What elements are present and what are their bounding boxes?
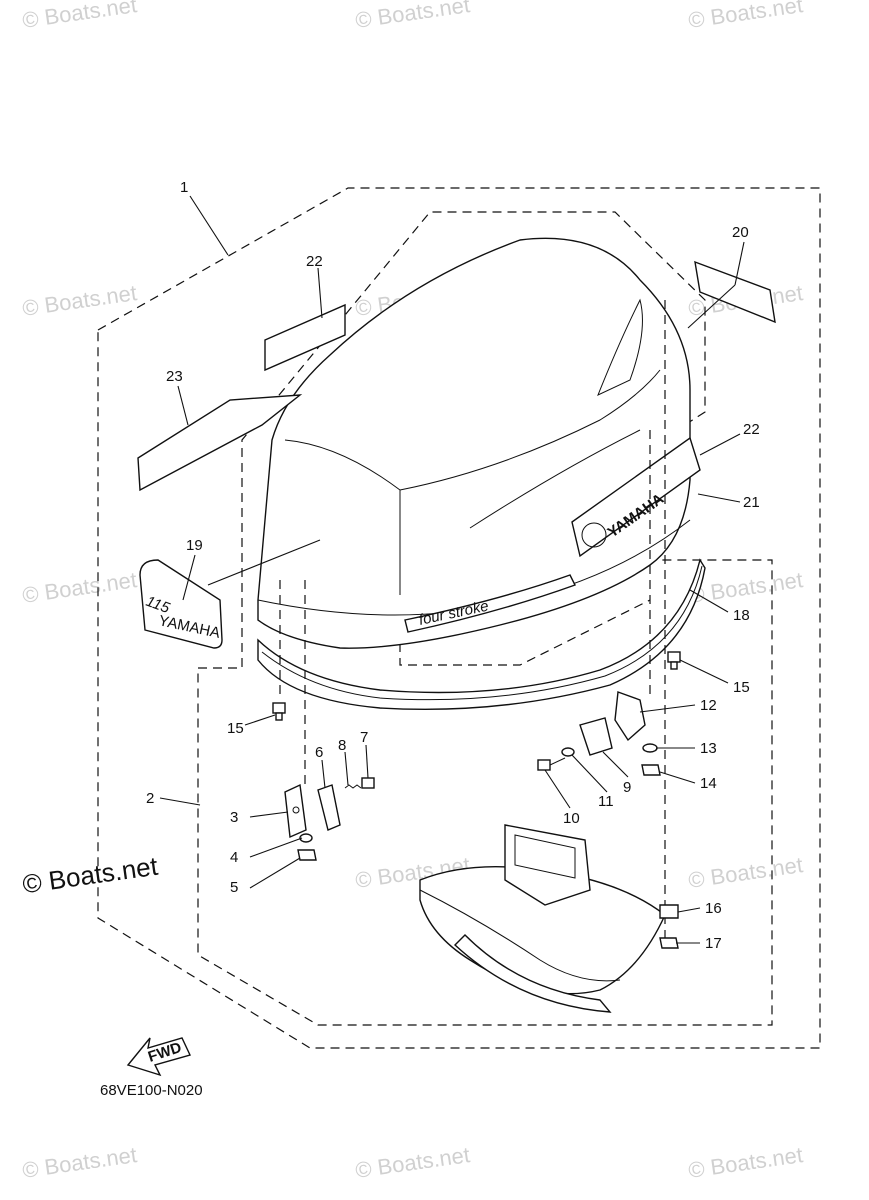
leader-line bbox=[659, 771, 696, 784]
washer-4 bbox=[299, 833, 313, 843]
cowling-crease bbox=[469, 429, 641, 529]
leader-line bbox=[177, 385, 189, 426]
leader-line bbox=[317, 267, 323, 319]
leader-line bbox=[249, 811, 289, 818]
hp-decal-19: 115 YAMAHA bbox=[139, 559, 223, 649]
bolt-10 bbox=[537, 757, 566, 771]
strip-decal-22 bbox=[264, 303, 346, 372]
cowling-seal-18 bbox=[257, 558, 706, 711]
leader-line bbox=[365, 744, 369, 779]
bolt-15-right bbox=[667, 651, 681, 670]
callout-13: 13 bbox=[700, 740, 717, 757]
callout-21: 21 bbox=[743, 494, 760, 511]
bracket-3 bbox=[284, 783, 307, 839]
callout-3: 3 bbox=[230, 809, 238, 826]
callout-23: 23 bbox=[166, 368, 183, 385]
spring-8 bbox=[344, 784, 362, 789]
top-cowling bbox=[257, 237, 691, 649]
bolt-15-left bbox=[272, 702, 286, 721]
callout-8: 8 bbox=[338, 737, 346, 754]
assembly-1-boundary bbox=[97, 187, 821, 1049]
leader-line bbox=[699, 433, 741, 456]
callout-15-right: 15 bbox=[733, 679, 750, 696]
leader-line bbox=[244, 714, 276, 726]
leader-line bbox=[344, 751, 349, 786]
callout-12: 12 bbox=[700, 697, 717, 714]
nut-14 bbox=[641, 764, 661, 776]
callout-2: 2 bbox=[146, 790, 154, 807]
cowling-ridge bbox=[399, 369, 661, 491]
callout-1: 1 bbox=[180, 179, 188, 196]
callout-15-left: 15 bbox=[227, 720, 244, 737]
callout-10: 10 bbox=[563, 810, 580, 827]
leader-line bbox=[677, 907, 701, 913]
callout-7: 7 bbox=[360, 729, 368, 746]
leader-line bbox=[207, 539, 321, 586]
yamaha-decal-21: YAMAHA bbox=[571, 436, 701, 558]
seal-line bbox=[261, 565, 703, 701]
callout-5: 5 bbox=[230, 879, 238, 896]
callout-9: 9 bbox=[623, 779, 631, 796]
leader-line bbox=[697, 493, 741, 503]
diagram-reference-code: 68VE100-N020 bbox=[100, 1082, 203, 1099]
bracket-12 bbox=[614, 691, 646, 742]
callout-6: 6 bbox=[315, 744, 323, 761]
callout-17: 17 bbox=[705, 935, 722, 952]
callout-22-left: 22 bbox=[306, 253, 323, 270]
callout-19: 19 bbox=[186, 537, 203, 554]
decal-20 bbox=[694, 260, 776, 324]
leader-line bbox=[734, 241, 745, 286]
clip-16 bbox=[659, 904, 679, 919]
cowling-vent bbox=[597, 298, 643, 396]
cowling-ridge bbox=[284, 439, 401, 595]
leader-line bbox=[639, 704, 696, 713]
callout-20: 20 bbox=[732, 224, 749, 241]
leader-line bbox=[687, 284, 736, 329]
stripe-decal-23 bbox=[137, 394, 303, 492]
leader-line bbox=[321, 759, 326, 789]
callout-18: 18 bbox=[733, 607, 750, 624]
leader-line bbox=[602, 751, 629, 778]
leader-line bbox=[571, 754, 608, 793]
leader-line bbox=[679, 659, 729, 684]
leader-line bbox=[249, 857, 301, 889]
fwd-arrow-icon: FWD bbox=[126, 1037, 191, 1077]
leader-line bbox=[689, 589, 729, 613]
nut-5 bbox=[297, 849, 317, 861]
washer-13 bbox=[642, 743, 658, 753]
leader-line bbox=[189, 195, 229, 256]
leader-line bbox=[544, 769, 571, 809]
callout-14: 14 bbox=[700, 775, 717, 792]
leader-line bbox=[159, 797, 201, 806]
callout-16: 16 bbox=[705, 900, 722, 917]
leader-line bbox=[182, 554, 196, 601]
callout-4: 4 bbox=[230, 849, 238, 866]
lower-cover bbox=[419, 824, 666, 1013]
bolt-7 bbox=[361, 777, 375, 789]
washer-11 bbox=[561, 747, 575, 757]
callout-11: 11 bbox=[598, 793, 614, 810]
bracket-9 bbox=[579, 717, 613, 756]
clip-6 bbox=[317, 784, 341, 831]
leader-line bbox=[249, 837, 303, 858]
callout-22-right: 22 bbox=[743, 421, 760, 438]
assembly-2-boundary bbox=[197, 211, 773, 1026]
nut-17 bbox=[659, 937, 679, 949]
